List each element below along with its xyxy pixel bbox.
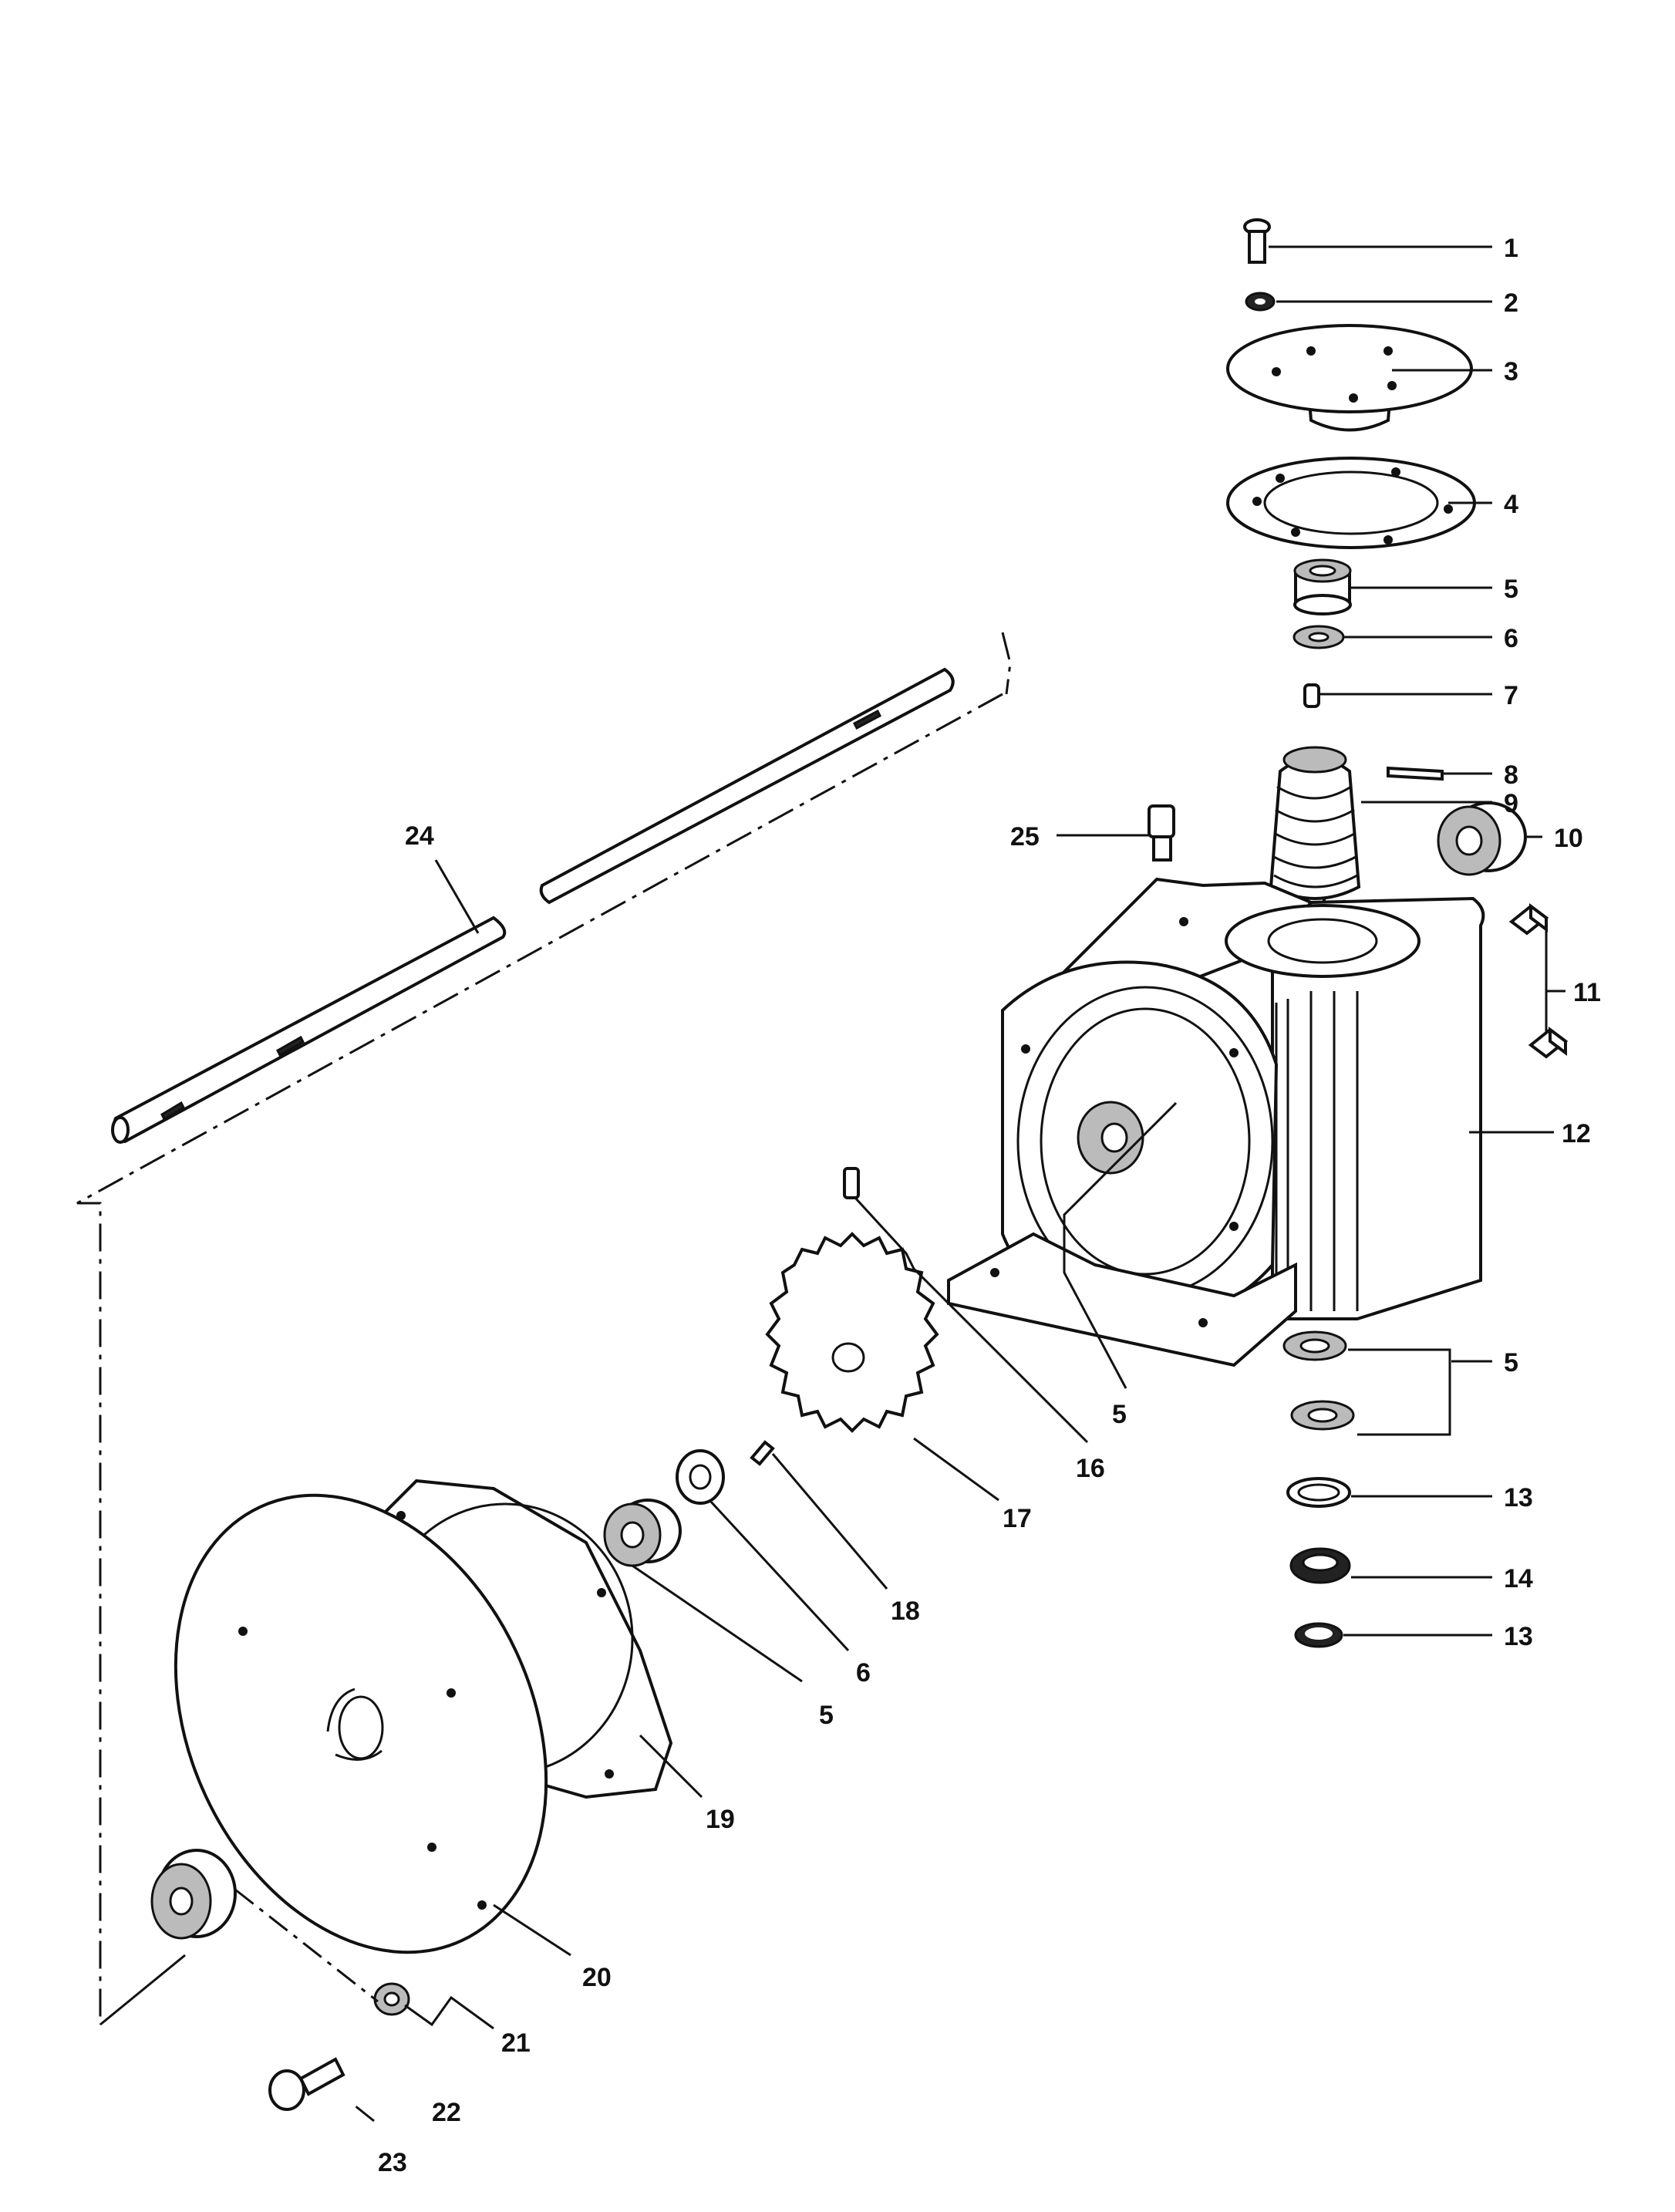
part-screw-16	[843, 1167, 860, 1199]
part-bearing-5-top	[1293, 558, 1352, 615]
callout-4: 4	[1504, 490, 1518, 519]
callout-6-top: 6	[1504, 624, 1518, 653]
callout-8: 8	[1504, 760, 1518, 790]
part-plug-25	[1148, 804, 1175, 862]
part-fittings-11	[1508, 903, 1569, 1059]
part-bearing-5-lower	[603, 1499, 682, 1567]
callout-13-top: 13	[1504, 1483, 1533, 1512]
leader-lines	[404, 245, 1565, 2030]
callout-11: 11	[1573, 978, 1601, 1007]
callout-16: 16	[1076, 1454, 1105, 1483]
part-housing-12	[947, 877, 1485, 1367]
callout-14: 14	[1504, 1564, 1533, 1593]
callout-10: 10	[1554, 824, 1583, 853]
part-gear-17	[765, 1232, 939, 1433]
part-pin-8	[1387, 766, 1444, 781]
callout-20: 20	[582, 1963, 612, 1992]
part-washer-21	[373, 1982, 410, 2016]
callout-12: 12	[1562, 1119, 1591, 1148]
centerlines	[76, 632, 1012, 2123]
part-washer-6-lower	[676, 1449, 725, 1505]
part-washer-6-top	[1292, 625, 1345, 649]
part-bearing-22	[150, 1849, 237, 1940]
part-bolt-23	[268, 2057, 345, 2111]
part-ring-13-bottom	[1294, 1622, 1343, 1648]
part-key-7	[1303, 683, 1320, 708]
part-shaft-24	[111, 667, 955, 1144]
part-ring-13-top	[1286, 1477, 1351, 1508]
part-cover-3	[1226, 324, 1473, 432]
part-screw-1	[1243, 218, 1271, 264]
callout-1: 1	[1504, 234, 1518, 263]
callout-13-bottom: 13	[1504, 1622, 1533, 1651]
callout-24: 24	[405, 821, 434, 851]
callout-21: 21	[501, 2028, 531, 2058]
part-cover-20	[174, 1493, 548, 1954]
callout-17: 17	[1003, 1504, 1032, 1533]
part-washer-2	[1245, 292, 1276, 312]
callout-7: 7	[1504, 681, 1518, 710]
callout-labels: 1 2 3 4 5 6 7 8 9 10 11 12 5 13 14 13 25…	[378, 234, 1601, 2177]
callout-25: 25	[1010, 822, 1040, 851]
part-seal-14	[1289, 1547, 1351, 1584]
callout-2: 2	[1504, 288, 1518, 318]
part-bearing-10	[1437, 801, 1527, 876]
callout-5-top: 5	[1504, 575, 1518, 604]
part-bearings-5-right	[1282, 1330, 1355, 1431]
callout-22: 22	[432, 2098, 461, 2127]
callout-9: 9	[1504, 789, 1518, 818]
callout-5-lower: 5	[819, 1701, 834, 1730]
callout-6-lower: 6	[856, 1658, 871, 1688]
callout-5-right: 5	[1504, 1348, 1518, 1377]
callout-5-housing: 5	[1112, 1400, 1127, 1429]
callout-18: 18	[891, 1597, 920, 1626]
callout-19: 19	[706, 1805, 735, 1834]
callout-3: 3	[1504, 357, 1518, 386]
callout-23: 23	[378, 2148, 407, 2177]
part-gasket-4	[1226, 457, 1476, 549]
part-key-18	[750, 1440, 775, 1466]
